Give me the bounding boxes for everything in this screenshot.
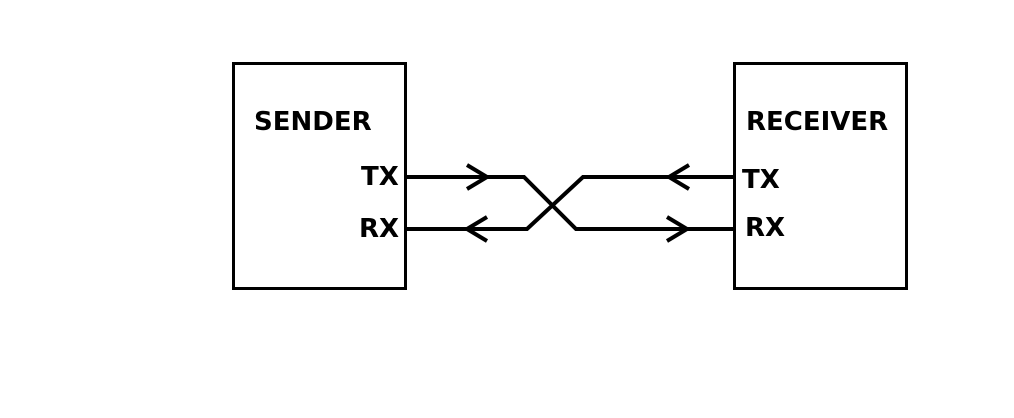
- sender-rx-label: RX: [359, 214, 400, 244]
- receiver-tx-label: TX: [742, 165, 780, 195]
- receiver-box: [733, 62, 908, 290]
- sender-tx-label: TX: [361, 162, 399, 192]
- arrow-left-icon: [665, 163, 691, 191]
- receiver-title: RECEIVER: [746, 107, 889, 137]
- receiver-rx-label: RX: [745, 213, 786, 243]
- arrow-left-icon: [463, 215, 489, 243]
- sender-tx-to-receiver-rx-wire: [407, 175, 733, 231]
- sender-title: SENDER: [254, 107, 372, 137]
- arrow-right-icon: [465, 163, 491, 191]
- arrow-right-icon: [665, 215, 691, 243]
- sender-box: [232, 62, 407, 290]
